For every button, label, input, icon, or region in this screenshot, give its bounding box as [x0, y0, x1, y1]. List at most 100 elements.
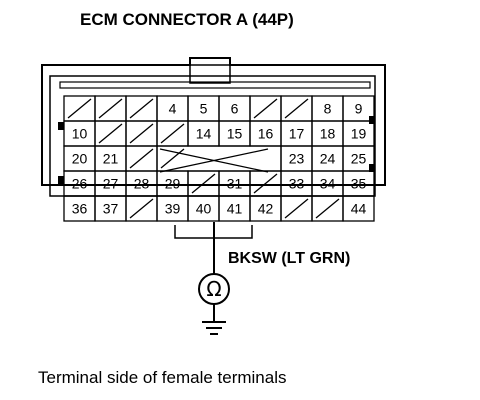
- terminal-8: 8: [311, 95, 344, 122]
- cross-block: [156, 145, 282, 172]
- terminal-31: 31: [218, 170, 251, 197]
- terminal-14: 14: [187, 120, 220, 147]
- terminal-number: 33: [289, 176, 305, 192]
- terminal-number: 35: [351, 176, 367, 192]
- terminal-number: 9: [355, 101, 363, 117]
- terminal-number: 41: [227, 201, 243, 217]
- wire-label: BKSW (LT GRN): [228, 250, 350, 267]
- terminal-number: 4: [169, 101, 177, 117]
- terminal-empty: [249, 170, 282, 197]
- terminal-number: 23: [289, 151, 305, 167]
- terminal-27: 27: [94, 170, 127, 197]
- terminal-41: 41: [218, 195, 251, 222]
- diagram-title: ECM CONNECTOR A (44P): [80, 10, 294, 29]
- ohm-symbol: Ω: [206, 277, 221, 301]
- terminal-empty: [125, 95, 158, 122]
- terminal-number: 15: [227, 126, 243, 142]
- terminal-number: 14: [196, 126, 212, 142]
- unused-terminal-slash: [129, 98, 154, 119]
- unused-terminal-slash: [129, 198, 154, 219]
- terminal-number: 26: [72, 176, 88, 192]
- terminal-number: 34: [320, 176, 336, 192]
- terminal-number: 5: [200, 101, 208, 117]
- terminal-number: 40: [196, 201, 212, 217]
- unused-terminal-slash: [160, 148, 185, 169]
- terminal-number: 39: [165, 201, 181, 217]
- unused-terminal-slash: [160, 123, 185, 144]
- terminal-number: 20: [72, 151, 88, 167]
- terminal-33: 33: [280, 170, 313, 197]
- ground-icon: [202, 321, 226, 335]
- terminal-number: 42: [258, 201, 274, 217]
- terminal-number: 16: [258, 126, 274, 142]
- terminal-number: 27: [103, 176, 119, 192]
- terminal-29: 29: [156, 170, 189, 197]
- terminal-empty: [94, 95, 127, 122]
- terminal-number: 10: [72, 126, 88, 142]
- terminal-28: 28: [125, 170, 158, 197]
- terminal-40: 40: [187, 195, 220, 222]
- terminal-number: 17: [289, 126, 305, 142]
- terminal-number: 18: [320, 126, 336, 142]
- terminal-number: 29: [165, 176, 181, 192]
- terminal-19: 19: [342, 120, 375, 147]
- unused-terminal-slash: [284, 98, 309, 119]
- unused-terminal-slash: [253, 173, 278, 194]
- terminal-empty: [125, 120, 158, 147]
- terminal-36: 36: [63, 195, 96, 222]
- connector-latches: [58, 116, 375, 184]
- terminal-empty: [311, 195, 344, 222]
- terminal-26: 26: [63, 170, 96, 197]
- terminal-35: 35: [342, 170, 375, 197]
- unused-terminal-slash: [129, 148, 154, 169]
- terminal-10: 10: [63, 120, 96, 147]
- terminal-39: 39: [156, 195, 189, 222]
- terminal-37: 37: [94, 195, 127, 222]
- unused-terminal-slash: [98, 123, 123, 144]
- terminal-empty: [280, 95, 313, 122]
- terminal-empty: [249, 95, 282, 122]
- terminal-empty: [280, 195, 313, 222]
- terminal-number: 21: [103, 151, 119, 167]
- terminal-16: 16: [249, 120, 282, 147]
- terminal-number: 36: [72, 201, 88, 217]
- terminal-grid: 4 5 6 8 9 10 14 15 16 17 18 19 20 21 23 24 25 26 27 28 29 31 3…: [63, 95, 375, 222]
- unused-terminal-slash: [67, 98, 92, 119]
- terminal-empty: [94, 120, 127, 147]
- terminal-34: 34: [311, 170, 344, 197]
- center-cross: [159, 148, 269, 173]
- terminal-15: 15: [218, 120, 251, 147]
- ohmmeter-icon: Ω: [198, 273, 230, 305]
- terminal-17: 17: [280, 120, 313, 147]
- terminal-number: 8: [324, 101, 332, 117]
- terminal-number: 37: [103, 201, 119, 217]
- terminal-24: 24: [311, 145, 344, 172]
- terminal-5: 5: [187, 95, 220, 122]
- terminal-number: 19: [351, 126, 367, 142]
- terminal-number: 6: [231, 101, 239, 117]
- terminal-empty: [125, 195, 158, 222]
- unused-terminal-slash: [315, 198, 340, 219]
- terminal-21: 21: [94, 145, 127, 172]
- terminal-44: 44: [342, 195, 375, 222]
- terminal-18: 18: [311, 120, 344, 147]
- terminal-4: 4: [156, 95, 189, 122]
- terminal-number: 25: [351, 151, 367, 167]
- terminal-23: 23: [280, 145, 313, 172]
- terminal-number: 28: [134, 176, 150, 192]
- terminal-empty: [125, 145, 158, 172]
- terminal-empty: [156, 120, 189, 147]
- terminal-number: 24: [320, 151, 336, 167]
- unused-terminal-slash: [191, 173, 216, 194]
- unused-terminal-slash: [284, 198, 309, 219]
- terminal-number: 44: [351, 201, 367, 217]
- unused-terminal-slash: [129, 123, 154, 144]
- connector-housing: [41, 57, 386, 239]
- terminal-42: 42: [249, 195, 282, 222]
- terminal-number: 31: [227, 176, 243, 192]
- terminal-20: 20: [63, 145, 96, 172]
- terminal-empty: [160, 148, 185, 169]
- diagram-caption: Terminal side of female terminals: [38, 368, 287, 387]
- terminal-6: 6: [218, 95, 251, 122]
